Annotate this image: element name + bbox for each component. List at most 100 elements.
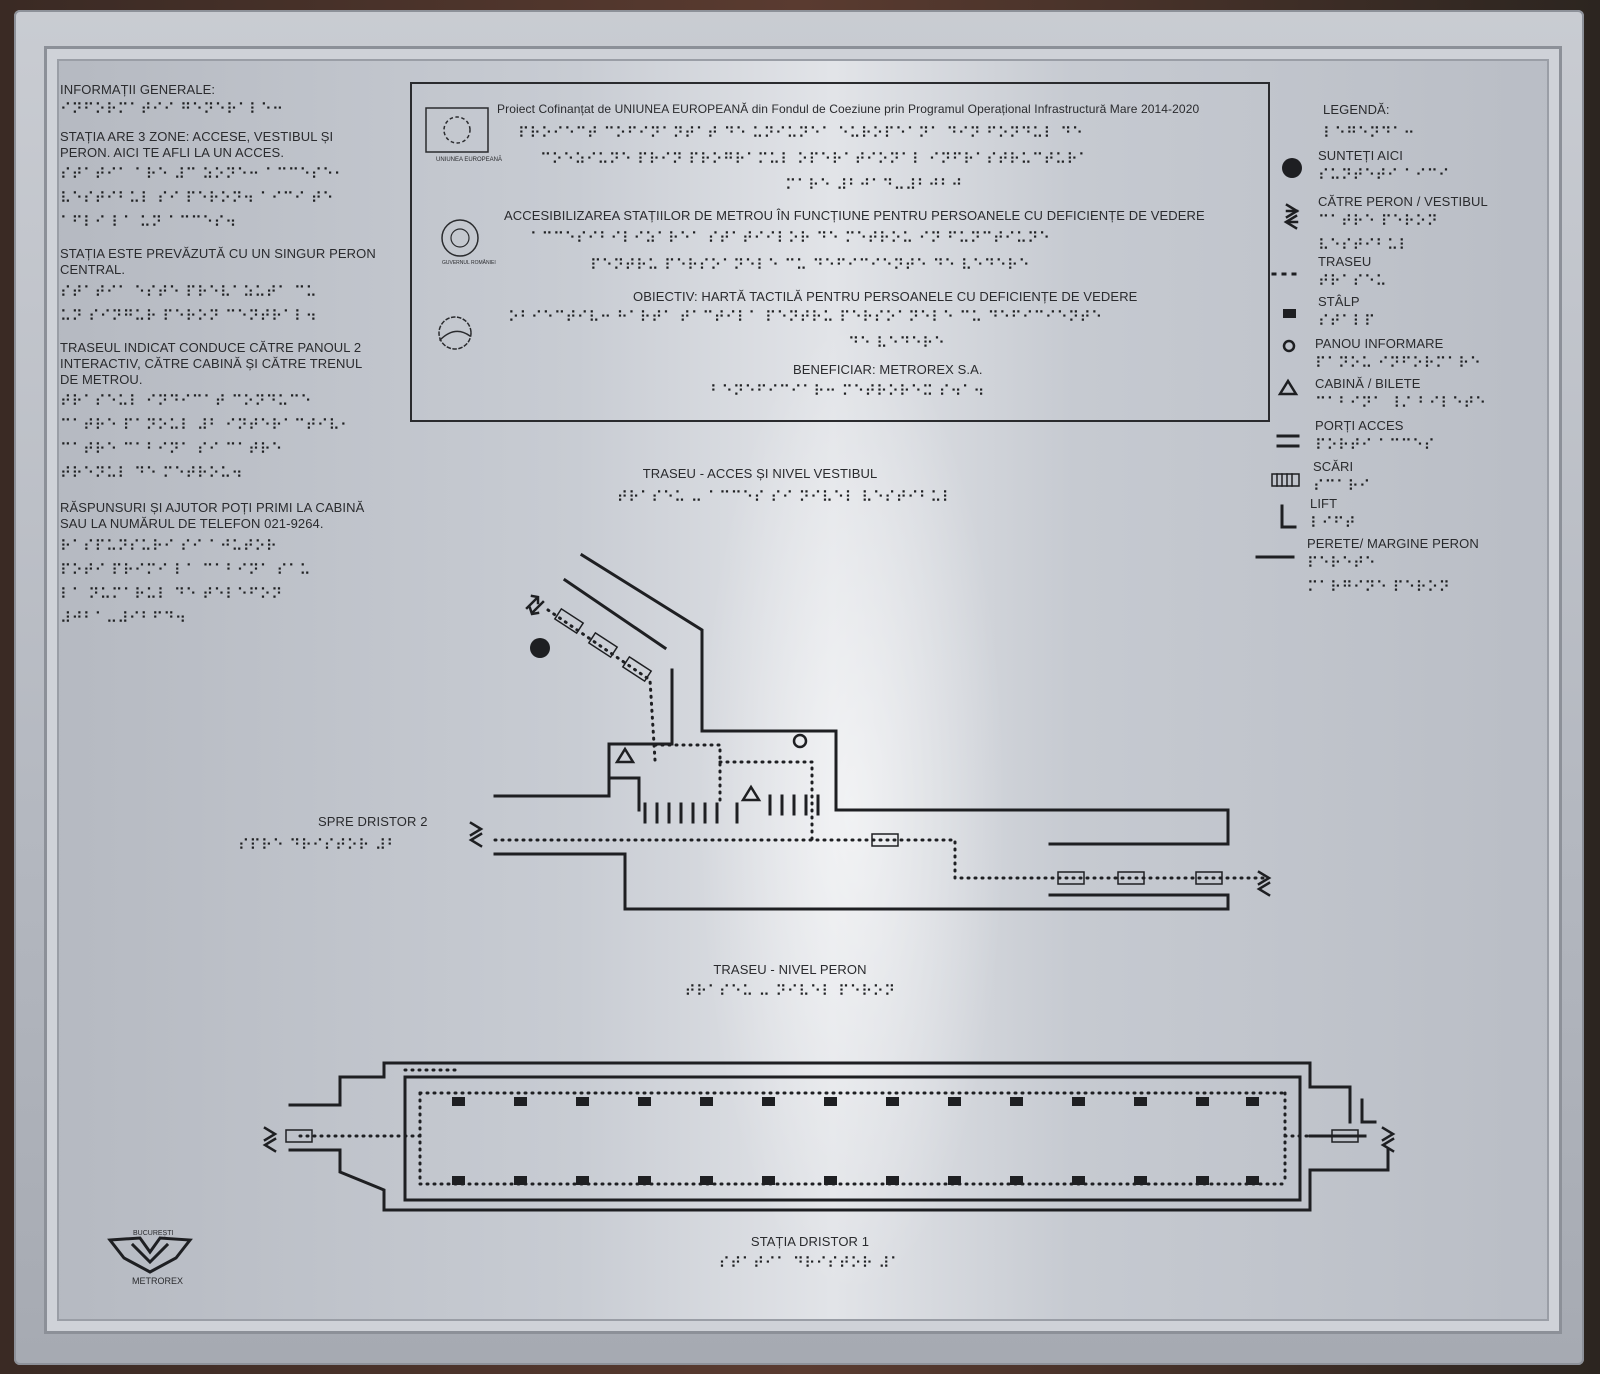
- braille-text: ⠍⠁⠗⠑ ⠼⠃⠚⠁⠙⠤⠼⠃⠚⠃⠚: [785, 176, 963, 194]
- braille-text: ⠞⠗⠑⠝⠥⠇ ⠙⠑ ⠍⠑⠞⠗⠕⠥⠲: [60, 464, 243, 482]
- platform-walls: [288, 1061, 1390, 1212]
- project-line: ACCESIBILIZAREA STAȚIILOR DE METROU ÎN F…: [504, 208, 1205, 223]
- legend-label: CABINĂ / BILETE: [1315, 376, 1421, 391]
- you-are-here-marker: [530, 638, 550, 658]
- info-text: STAȚIA ESTE PREVĂZUTĂ CU UN SINGUR PERON: [60, 246, 376, 261]
- braille-text: ⠉⠁⠞⠗⠑ ⠏⠑⠗⠕⠝: [1318, 212, 1439, 230]
- direction-arrows-icon: [1283, 203, 1300, 230]
- platform-pillars: [452, 1097, 1259, 1185]
- legend-label: PORȚI ACCES: [1315, 418, 1404, 433]
- logo-top-text: BUCUREȘTI: [133, 1230, 174, 1237]
- info-text: PERON. AICI TE AFLI LA UN ACCES.: [60, 145, 285, 160]
- braille-text: ⠉⠁⠞⠗⠑ ⠏⠁⠝⠕⠥⠇ ⠼⠃ ⠊⠝⠞⠑⠗⠁⠉⠞⠊⠧⠂: [60, 416, 352, 434]
- eu-flag-icon: [425, 107, 489, 153]
- braille-text: ⠎⠞⠁⠞⠊⠁ ⠙⠗⠊⠎⠞⠕⠗ ⠼⠁: [718, 1254, 902, 1272]
- braille-text: ⠇⠁ ⠝⠥⠍⠁⠗⠥⠇ ⠙⠑ ⠞⠑⠇⠑⠋⠕⠝: [60, 585, 283, 603]
- braille-text: ⠥⠝ ⠎⠊⠝⠛⠥⠗ ⠏⠑⠗⠕⠝ ⠉⠑⠝⠞⠗⠁⠇⠲: [60, 307, 318, 325]
- direction-arrows-icon: [468, 821, 484, 848]
- map-peron-title: TRASEU - NIVEL PERON: [713, 962, 867, 977]
- braille-text: ⠃⠑⠝⠑⠋⠊⠉⠊⠁⠗⠒ ⠍⠑⠞⠗⠕⠗⠑⠭ ⠎⠲⠁⠲: [710, 382, 985, 400]
- stairs: [553, 607, 1223, 885]
- braille-text: ⠎⠏⠗⠑ ⠙⠗⠊⠎⠞⠕⠗ ⠼⠃: [238, 836, 398, 854]
- info-text: TRASEUL INDICAT CONDUCE CĂTRE PANOUL 2: [60, 340, 362, 355]
- legend-label: SCĂRI: [1313, 459, 1354, 474]
- braille-text: ⠞⠗⠁⠎⠑⠥ ⠤ ⠝⠊⠧⠑⠇ ⠏⠑⠗⠕⠝: [684, 982, 896, 1000]
- braille-text: ⠊⠝⠋⠕⠗⠍⠁⠞⠊⠊ ⠛⠑⠝⠑⠗⠁⠇⠑⠒: [60, 100, 284, 118]
- braille-text: ⠉⠁⠞⠗⠑ ⠉⠁⠃⠊⠝⠁ ⠎⠊ ⠉⠁⠞⠗⠑: [60, 440, 283, 458]
- braille-text: ⠎⠞⠁⠇⠏: [1318, 312, 1376, 330]
- pillar-icon: [1283, 309, 1296, 318]
- project-box: [410, 82, 1270, 422]
- braille-text: ⠎⠥⠝⠞⠑⠞⠊ ⠁⠊⠉⠊: [1318, 166, 1450, 184]
- legend-label: STÂLP: [1318, 294, 1360, 309]
- braille-text: ⠧⠑⠎⠞⠊⠃⠥⠇: [1318, 236, 1410, 254]
- braille-text: ⠙⠑ ⠧⠑⠙⠑⠗⠑: [848, 334, 946, 352]
- braille-text: ⠼⠚⠃⠁⠤⠼⠊⠃⠋⠙⠲: [60, 609, 187, 627]
- ticket-cabin-icon: [1277, 378, 1299, 396]
- braille-text: ⠞⠗⠁⠎⠑⠥⠇ ⠊⠝⠙⠊⠉⠁⠞ ⠉⠕⠝⠙⠥⠉⠑: [60, 392, 312, 410]
- braille-text: ⠕⠃⠊⠑⠉⠞⠊⠧⠒ ⠓⠁⠗⠞⠁ ⠞⠁⠉⠞⠊⠇⠁ ⠏⠑⠝⠞⠗⠥ ⠏⠑⠗⠎⠕⠁⠝⠑⠇…: [508, 308, 1103, 326]
- access-gates: [643, 794, 820, 824]
- braille-text: ⠏⠑⠝⠞⠗⠥ ⠏⠑⠗⠎⠕⠁⠝⠑⠇⠑ ⠉⠥ ⠙⠑⠋⠊⠉⠊⠑⠝⠞⠑ ⠙⠑ ⠧⠑⠙⠑⠗…: [590, 256, 1030, 274]
- vestibul-walls: [493, 552, 1230, 911]
- legend-heading: LEGENDĂ:: [1323, 102, 1390, 117]
- braille-text: ⠇⠑⠛⠑⠝⠙⠁⠒: [1323, 124, 1415, 142]
- vestibul-route: [493, 608, 1267, 880]
- stairs-icon: [1271, 473, 1300, 487]
- braille-text: ⠏⠕⠗⠞⠊ ⠁⠉⠉⠑⠎: [1315, 436, 1436, 454]
- legend-label: TRASEU: [1318, 254, 1372, 269]
- braille-text: ⠏⠁⠝⠕⠥ ⠊⠝⠋⠕⠗⠍⠁⠗⠑: [1315, 354, 1482, 372]
- legend-label: PANOU INFORMARE: [1315, 336, 1444, 351]
- info-panel-marker: [792, 733, 808, 749]
- direction-arrows-icon: [1380, 1126, 1396, 1153]
- legend-label: LIFT: [1310, 496, 1338, 511]
- metrorex-logo-icon: [107, 1236, 193, 1274]
- you-are-here-icon: [1282, 158, 1302, 178]
- eu-label: UNIUNEA EUROPEANĂ: [436, 156, 502, 163]
- braille-text: ⠎⠉⠁⠗⠊: [1313, 477, 1371, 495]
- direction-arrows-icon: [1256, 870, 1272, 897]
- legend-label: PERETE/ MARGINE PERON: [1307, 536, 1479, 551]
- info-panel-icon: [1282, 339, 1296, 353]
- braille-text: ⠁⠋⠇⠊ ⠇⠁ ⠥⠝ ⠁⠉⠉⠑⠎⠲: [60, 213, 237, 231]
- info-text: INTERACTIV, CĂTRE CABINĂ ȘI CĂTRE TRENUL: [60, 356, 363, 371]
- project-line: BENEFICIAR: METROREX S.A.: [793, 362, 983, 377]
- braille-text: ⠞⠗⠁⠎⠑⠥ ⠤ ⠁⠉⠉⠑⠎ ⠎⠊ ⠝⠊⠧⠑⠇ ⠧⠑⠎⠞⠊⠃⠥⠇: [616, 488, 954, 506]
- braille-text: ⠍⠁⠗⠛⠊⠝⠑ ⠏⠑⠗⠕⠝: [1307, 578, 1451, 596]
- project-line: Proiect Cofinanțat de UNIUNEA EUROPEANĂ …: [497, 102, 1200, 116]
- info-text: STAȚIA ARE 3 ZONE: ACCESE, VESTIBUL ȘI: [60, 129, 334, 144]
- legend-label: SUNTEȚI AICI: [1318, 148, 1403, 163]
- ticket-cabin-marker: [614, 746, 636, 764]
- braille-text: ⠎⠞⠁⠞⠊⠁ ⠁⠗⠑ ⠼⠉ ⠵⠕⠝⠑⠒ ⠁⠉⠉⠑⠎⠑⠂: [60, 165, 346, 183]
- info-text: RĂSPUNSURI ȘI AJUTOR POȚI PRIMI LA CABIN…: [60, 500, 365, 515]
- project-line: OBIECTIV: HARTĂ TACTILĂ PENTRU PERSOANEL…: [633, 289, 1138, 304]
- ticket-cabin-marker: [740, 784, 762, 802]
- stairs: [285, 1129, 1359, 1143]
- braille-text: ⠗⠁⠎⠏⠥⠝⠎⠥⠗⠊ ⠎⠊ ⠁⠚⠥⠞⠕⠗: [60, 537, 278, 555]
- braille-text: ⠏⠗⠕⠊⠑⠉⠞ ⠉⠕⠋⠊⠝⠁⠝⠞⠁⠞ ⠙⠑ ⠥⠝⠊⠥⠝⠑⠁ ⠑⠥⠗⠕⠏⠑⠁⠝⠁ …: [518, 124, 1084, 142]
- station-name: STAȚIA DRISTOR 1: [750, 1234, 870, 1249]
- direction-arrows-icon: [262, 1126, 278, 1153]
- lift-icon: [1280, 504, 1297, 529]
- lift-marker: [1360, 1098, 1377, 1124]
- braille-text: ⠁⠉⠉⠑⠎⠊⠃⠊⠇⠊⠵⠁⠗⠑⠁ ⠎⠞⠁⠞⠊⠊⠇⠕⠗ ⠙⠑ ⠍⠑⠞⠗⠕⠥ ⠊⠝ ⠋…: [530, 229, 1051, 247]
- access-gates-icon: [1276, 434, 1300, 448]
- braille-text: ⠏⠑⠗⠑⠞⠑: [1307, 554, 1376, 572]
- braille-text: ⠉⠕⠑⠵⠊⠥⠝⠑ ⠏⠗⠊⠝ ⠏⠗⠕⠛⠗⠁⠍⠥⠇ ⠕⠏⠑⠗⠁⠞⠊⠕⠝⠁⠇ ⠊⠝⠋⠗…: [540, 150, 1090, 168]
- legend-label: CĂTRE PERON / VESTIBUL: [1318, 194, 1488, 209]
- government-seal-icon: [441, 219, 479, 257]
- direction-arrows-icon: [525, 594, 545, 616]
- braille-text: ⠎⠞⠁⠞⠊⠁ ⠑⠎⠞⠑ ⠏⠗⠑⠧⠁⠵⠥⠞⠁ ⠉⠥: [60, 283, 318, 301]
- braille-text: ⠏⠕⠞⠊ ⠏⠗⠊⠍⠊ ⠇⠁ ⠉⠁⠃⠊⠝⠁ ⠎⠁⠥: [60, 561, 311, 579]
- map-vestibul-title: TRASEU - ACCES ȘI NIVEL VESTIBUL: [642, 466, 878, 481]
- gov-label: GUVERNUL ROMÂNIEI: [442, 259, 496, 266]
- braille-text: ⠉⠁⠃⠊⠝⠁ ⠸⠌ ⠃⠊⠇⠑⠞⠑: [1315, 394, 1487, 412]
- braille-text: ⠇⠊⠋⠞: [1310, 514, 1356, 532]
- program-logo-icon: [438, 316, 472, 350]
- info-text: SAU LA NUMĂRUL DE TELEFON 021-9264.: [60, 516, 324, 531]
- info-text: CENTRAL.: [60, 262, 126, 277]
- logo-name-text: METROREX: [132, 1276, 183, 1286]
- general-heading: INFORMAȚII GENERALE:: [60, 82, 216, 97]
- info-text: DE METROU.: [60, 372, 143, 387]
